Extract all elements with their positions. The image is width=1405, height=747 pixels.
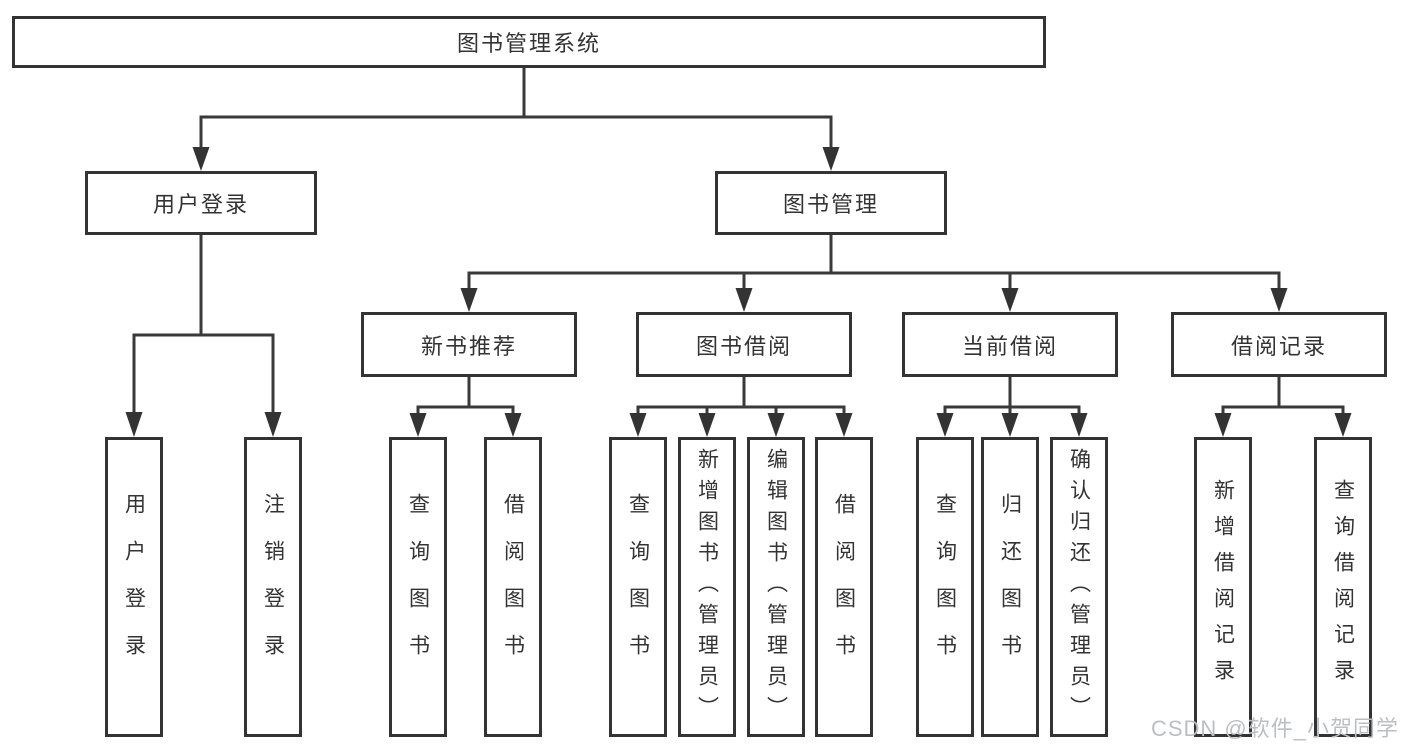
node-label: 图书借阅	[695, 333, 792, 359]
leaf-borrow-books: 借阅图书	[815, 437, 873, 737]
arrow-down-icon	[1270, 288, 1288, 312]
node-label: 编辑图书（管理员）	[764, 447, 788, 727]
node-label: 注销登录	[261, 493, 285, 681]
node-book-management: 图书管理	[715, 171, 947, 235]
node-current-borrow: 当前借阅	[902, 312, 1118, 377]
leaf-query-books-borrow: 查询图书	[609, 437, 667, 737]
leaf-user-login: 用户登录	[105, 437, 163, 737]
connector-borrow-records	[1214, 377, 1352, 437]
arrow-down-icon	[822, 147, 840, 171]
connector-book-management	[460, 235, 1288, 312]
arrow-down-icon	[835, 413, 853, 437]
arrow-down-icon	[1214, 413, 1232, 437]
arrow-down-icon	[409, 413, 427, 437]
leaf-query-books-current: 查询图书	[916, 437, 974, 737]
arrow-down-icon	[125, 412, 143, 437]
node-label: 借阅图书	[501, 493, 525, 681]
arrow-down-icon	[264, 412, 282, 437]
node-label: 查询借阅记录	[1331, 479, 1355, 695]
node-label: 确认归还（管理员）	[1067, 447, 1091, 727]
arrow-down-icon	[698, 413, 716, 437]
node-label: 查询图书	[626, 493, 650, 681]
arrow-down-icon	[504, 413, 522, 437]
leaf-add-borrow-record: 新增借阅记录	[1194, 437, 1252, 737]
arrow-down-icon	[767, 413, 785, 437]
node-label: 归还图书	[998, 493, 1022, 681]
csdn-watermark: CSDN @软件_小贺同学	[1150, 716, 1399, 741]
arrow-down-icon	[1001, 413, 1019, 437]
node-label: 新增图书（管理员）	[695, 447, 719, 727]
node-label: 新书推荐	[420, 333, 517, 359]
leaf-borrow-books-recommend: 借阅图书	[484, 437, 542, 737]
arrow-down-icon	[629, 413, 647, 437]
node-label: 查询图书	[933, 493, 957, 681]
node-label: 借阅图书	[832, 493, 856, 681]
node-label: 用户登录	[152, 192, 249, 217]
arrow-down-icon	[1001, 288, 1019, 312]
leaf-edit-books-admin: 编辑图书（管理员）	[747, 437, 805, 737]
node-label: 用户登录	[122, 493, 146, 681]
leaf-query-books-recommend: 查询图书	[389, 437, 447, 737]
arrow-down-icon	[1334, 413, 1352, 437]
node-label: 借阅记录	[1230, 333, 1327, 359]
node-root: 图书管理系统	[12, 16, 1046, 68]
leaf-return-books: 归还图书	[981, 437, 1039, 737]
arrow-down-icon	[1070, 413, 1088, 437]
node-user-login: 用户登录	[85, 171, 317, 235]
connector-user-login	[125, 235, 282, 437]
leaf-query-borrow-record: 查询借阅记录	[1314, 437, 1372, 737]
node-label: 查询图书	[406, 493, 430, 681]
node-label: 图书管理系统	[456, 31, 601, 56]
arrow-down-icon	[936, 413, 954, 437]
arrow-down-icon	[735, 288, 753, 312]
node-new-book-recommend: 新书推荐	[361, 312, 577, 377]
node-borrow-records: 借阅记录	[1171, 312, 1387, 377]
connector-current-borrow	[936, 377, 1088, 437]
node-label: 当前借阅	[961, 333, 1058, 359]
arrow-down-icon	[460, 288, 478, 312]
connector-book-borrow	[629, 377, 853, 437]
connector-root	[192, 68, 840, 171]
leaf-add-books-admin: 新增图书（管理员）	[678, 437, 736, 737]
leaf-logout: 注销登录	[244, 437, 302, 737]
node-book-borrow: 图书借阅	[636, 312, 852, 377]
arrow-down-icon	[192, 147, 210, 171]
node-label: 图书管理	[782, 192, 879, 217]
node-label: 新增借阅记录	[1211, 479, 1235, 695]
connector-new-book	[409, 377, 522, 437]
leaf-confirm-return-admin: 确认归还（管理员）	[1050, 437, 1108, 737]
